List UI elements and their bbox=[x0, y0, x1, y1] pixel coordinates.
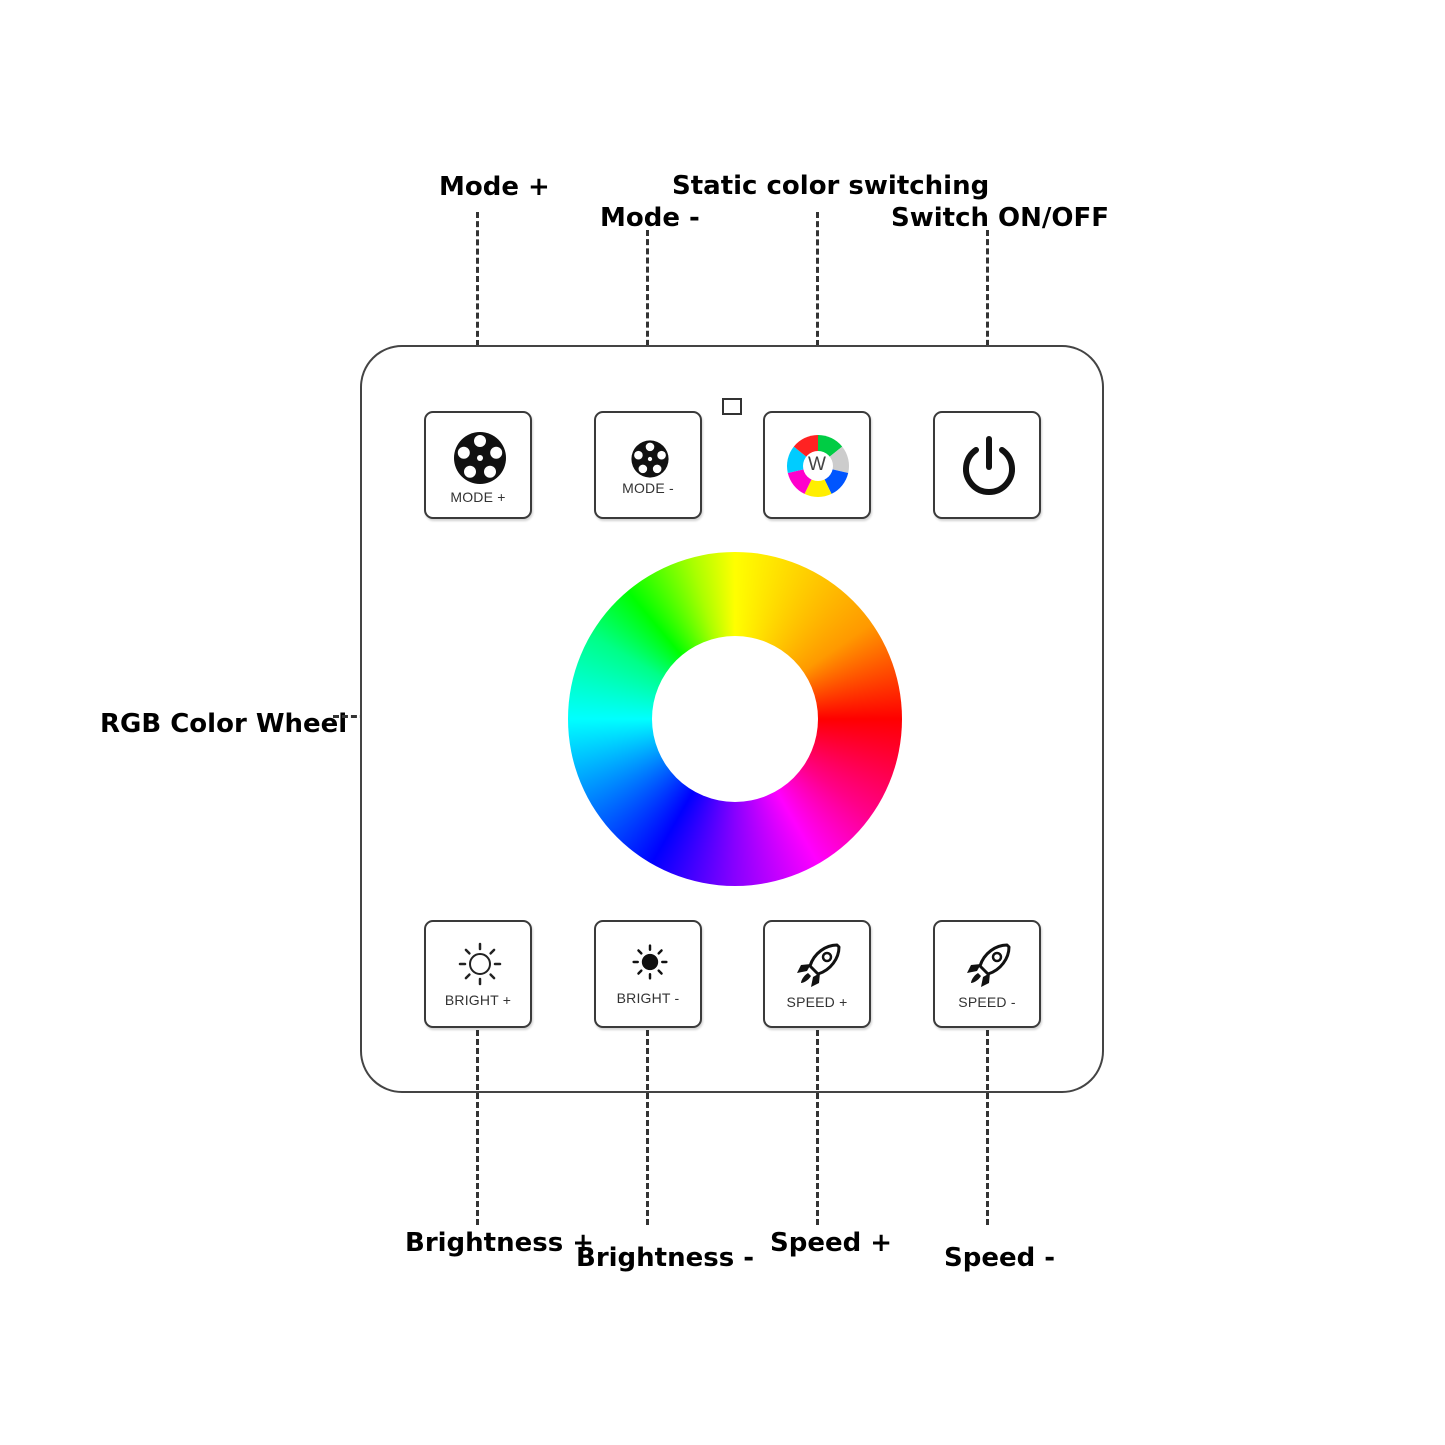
leader-line-mode-minus bbox=[646, 230, 649, 410]
power-icon bbox=[963, 436, 1015, 495]
static-color-button[interactable]: W bbox=[763, 411, 871, 519]
speed-minus-button[interactable]: SPEED - bbox=[933, 920, 1041, 1028]
bright-minus-key-label: BRIGHT - bbox=[616, 990, 680, 1006]
leader-line-brightness-minus bbox=[646, 1030, 649, 1225]
indicator-square bbox=[722, 398, 742, 415]
speed-plus-key-label: SPEED + bbox=[786, 994, 848, 1010]
color-wheel-center bbox=[652, 636, 818, 802]
speed-minus-callout: Speed - bbox=[944, 1243, 1056, 1273]
static-color-callout: Static color switching bbox=[672, 171, 990, 201]
rocket-icon bbox=[797, 943, 841, 987]
sun-filled-icon bbox=[632, 944, 668, 980]
mode-plus-key-label: MODE + bbox=[450, 489, 506, 505]
mode-plus-callout: Mode + bbox=[439, 172, 550, 202]
leader-line-mode-plus bbox=[476, 212, 479, 410]
rgb-color-wheel[interactable] bbox=[568, 552, 902, 886]
mode-minus-button[interactable]: MODE - bbox=[594, 411, 702, 519]
switch-onoff-callout: Switch ON/OFF bbox=[891, 203, 1110, 233]
leader-line-static-color bbox=[816, 212, 819, 410]
bright-plus-key-label: BRIGHT + bbox=[444, 992, 512, 1008]
film-reel-icon bbox=[454, 432, 506, 484]
leader-line-brightness-plus bbox=[476, 1030, 479, 1225]
brightness-minus-callout: Brightness - bbox=[576, 1243, 755, 1273]
speed-plus-button[interactable]: SPEED + bbox=[763, 920, 871, 1028]
leader-line-speed-plus bbox=[816, 1030, 819, 1225]
mode-plus-button[interactable]: MODE + bbox=[424, 411, 532, 519]
bright-minus-button[interactable]: BRIGHT - bbox=[594, 920, 702, 1028]
color-segment-wheel-icon bbox=[786, 435, 850, 497]
mode-minus-callout: Mode - bbox=[600, 203, 700, 233]
brightness-plus-callout: Brightness + bbox=[405, 1228, 595, 1258]
power-button[interactable] bbox=[933, 411, 1041, 519]
rgb-wheel-callout: RGB Color Wheel bbox=[100, 709, 348, 739]
rocket-icon bbox=[967, 943, 1011, 987]
leader-line-switch bbox=[986, 230, 989, 410]
film-reel-icon bbox=[631, 440, 669, 478]
leader-line-speed-minus bbox=[986, 1030, 989, 1225]
mode-minus-key-label: MODE - bbox=[622, 480, 674, 496]
speed-minus-key-label: SPEED - bbox=[958, 994, 1016, 1010]
bright-plus-button[interactable]: BRIGHT + bbox=[424, 920, 532, 1028]
speed-plus-callout: Speed + bbox=[770, 1228, 893, 1258]
static-color-letter: W bbox=[808, 454, 826, 475]
sun-outline-icon bbox=[458, 942, 502, 986]
